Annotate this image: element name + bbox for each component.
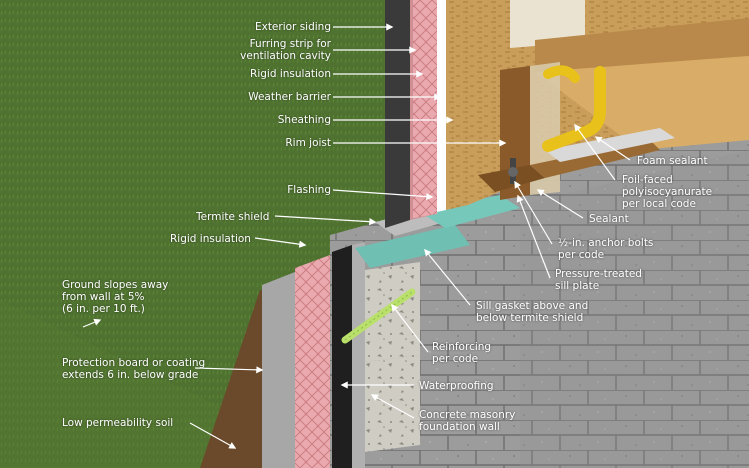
label-reinforcing: Reinforcing per code (432, 341, 492, 365)
label-foundation-wall: Concrete masonry foundation wall (419, 409, 516, 433)
floor-deck (535, 18, 749, 72)
waterproofing-membrane (332, 245, 352, 468)
foil-faced-insulation (545, 128, 675, 162)
label-flashing: Flashing (287, 184, 331, 196)
label-ground-slopes: Ground slopes away from wall at 5% (6 in… (62, 279, 169, 315)
grouted-core-upper (365, 262, 420, 362)
label-furring-strip: Furring strip for ventilation cavity (240, 38, 331, 62)
upper-rigid-insulation (413, 0, 437, 218)
sill-gasket-lower (355, 225, 470, 268)
label-sealant: Sealant (589, 213, 629, 225)
label-protection-board: Protection board or coating extends 6 in… (62, 357, 206, 381)
label-rim-joist: Rim joist (285, 137, 331, 149)
sheathing-board (446, 0, 468, 210)
label-sill-plate: Pressure-treated sill plate (555, 268, 642, 292)
grouted-core-lower (365, 355, 420, 452)
exterior-siding (385, 0, 410, 228)
leader-lines (82, 23, 631, 449)
label-foam-sealant: Foam sealant (637, 155, 708, 167)
label-waterproofing: Waterproofing (419, 380, 494, 392)
label-rigid-insulation-upper: Rigid insulation (250, 68, 331, 80)
lower-rigid-insulation (295, 255, 330, 468)
label-sill-gasket: Sill gasket above and below termite shie… (476, 300, 589, 324)
sill-gasket-upper (420, 195, 520, 228)
label-low-permeability-soil: Low permeability soil (62, 417, 174, 429)
interior-wall-base (510, 0, 585, 48)
foam-sealant-bead (542, 66, 606, 152)
label-anchor-bolts: ½-in. anchor bolts per code (558, 237, 654, 261)
label-termite-shield: Termite shield (196, 211, 270, 223)
label-exterior-siding: Exterior siding (254, 21, 331, 33)
label-foil-faced: Foil-faced polyisocyanurate per local co… (622, 174, 713, 210)
weather-barrier (437, 0, 446, 212)
label-sheathing: Sheathing (277, 114, 331, 126)
protection-board (262, 270, 300, 468)
label-weather-barrier: Weather barrier (248, 91, 331, 103)
label-rigid-insulation-lower: Rigid insulation (170, 233, 251, 245)
foam-sealant-top (543, 65, 580, 83)
